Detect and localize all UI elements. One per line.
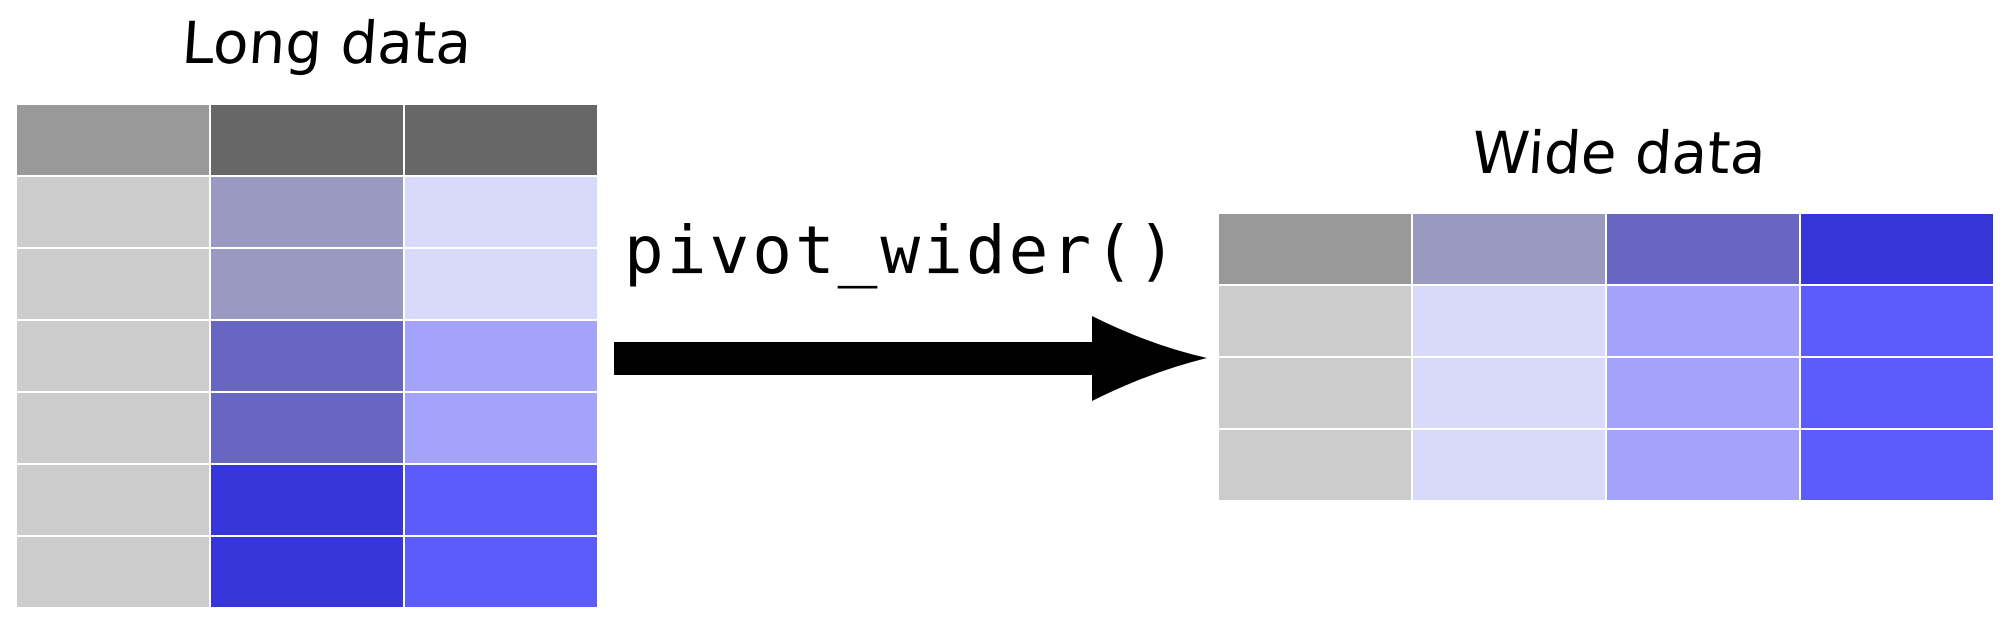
long-table-cell [211,465,403,535]
long-table-cell [405,177,597,247]
pivot-wider-function-label: pivot_wider() [624,212,1180,289]
wide-table-cell [1607,358,1799,428]
long-data-title: Long data [179,9,474,77]
wide-data-title: Wide data [1469,119,1769,187]
long-table-cell [405,393,597,463]
long-table-cell [211,321,403,391]
wide-table-cell [1219,430,1411,500]
long-table-cell [17,393,209,463]
wide-table-cell [1413,286,1605,356]
long-data-table [17,105,597,607]
wide-table-cell [1413,430,1605,500]
long-table-cell [405,465,597,535]
wide-table-header-cell [1801,214,1993,284]
long-table-cell [17,537,209,607]
wide-table-header-cell [1607,214,1799,284]
right-arrow-icon [614,316,1207,401]
long-table-cell [405,321,597,391]
long-table-header-cell [211,105,403,175]
wide-table-cell [1219,358,1411,428]
long-table-header-cell [17,105,209,175]
long-table-cell [211,177,403,247]
wide-table-cell [1413,358,1605,428]
arrow-head [1092,316,1207,401]
long-table-cell [17,249,209,319]
arrow-shaft [614,342,1100,375]
long-table-cell [405,537,597,607]
wide-table-header-cell [1219,214,1411,284]
long-table-header-cell [405,105,597,175]
wide-table-header-cell [1413,214,1605,284]
long-table-cell [211,537,403,607]
wide-table-cell [1607,430,1799,500]
long-table-cell [211,393,403,463]
wide-table-cell [1219,286,1411,356]
long-table-cell [17,177,209,247]
wide-data-table [1219,214,1993,500]
wide-table-cell [1801,358,1993,428]
wide-table-cell [1607,286,1799,356]
long-table-cell [17,321,209,391]
long-table-cell [211,249,403,319]
wide-table-cell [1801,430,1993,500]
long-table-cell [405,249,597,319]
long-table-cell [17,465,209,535]
wide-table-cell [1801,286,1993,356]
